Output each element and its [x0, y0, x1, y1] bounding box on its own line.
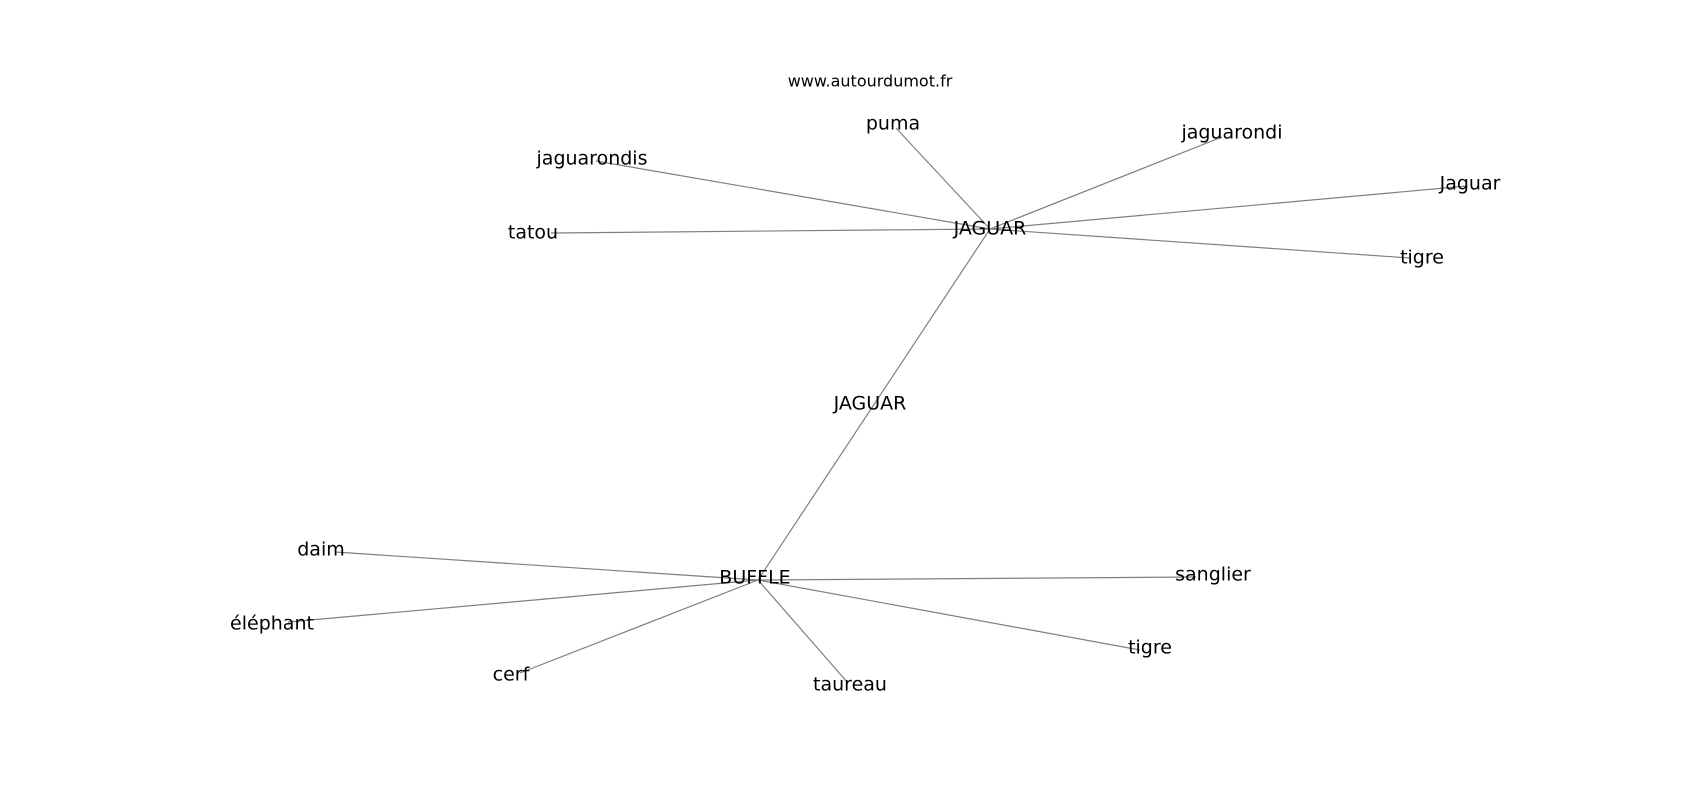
node-elephant: éléphant: [230, 613, 314, 635]
node-sanglier: sanglier: [1175, 564, 1251, 586]
node-hub-jaguar: JAGUAR: [953, 218, 1027, 240]
node-jaguarondis: jaguarondis: [536, 148, 648, 170]
node-jaguarondi: jaguarondi: [1180, 122, 1282, 144]
edge-hub-buffle-sanglier: [757, 576, 1197, 581]
edge-hub-buffle-elephant: [287, 579, 759, 623]
edge-hub-buffle-daim: [334, 551, 759, 581]
edge-hub-jaguar-puma: [895, 127, 991, 230]
node-tigre-buffle: tigre: [1128, 637, 1172, 659]
center-word-label: JAGUAR: [833, 393, 907, 415]
graph-labels: www.autourdumot.fr JAGUAR JAGUAR BUFFLE pu…: [230, 72, 1501, 696]
edge-hub-jaguar-jaguar-lower: [989, 185, 1468, 230]
node-hub-buffle: BUFFLE: [719, 567, 790, 589]
node-tigre-jaguar: tigre: [1400, 247, 1444, 269]
node-taureau: taureau: [813, 674, 887, 696]
node-jaguar-lower: Jaguar: [1439, 173, 1501, 195]
edge-hub-buffle-cerf: [519, 579, 759, 674]
edge-hub-jaguar-jaguarondi: [989, 136, 1223, 230]
edge-hub-jaguar-tatou: [550, 228, 991, 234]
watermark-text[interactable]: www.autourdumot.fr: [788, 72, 953, 91]
node-tatou: tatou: [508, 222, 558, 244]
graph-edges: [287, 127, 1468, 684]
edge-hub-jaguar-jaguarondis: [595, 160, 991, 230]
edge-hub-buffle-taureau: [757, 579, 849, 684]
node-puma: puma: [866, 113, 920, 135]
node-daim: daim: [297, 539, 345, 561]
edge-hub-buffle-tigre-buffle: [757, 579, 1141, 651]
edge-hub-jaguar-hub-buffle: [757, 228, 991, 581]
node-cerf: cerf: [493, 664, 531, 686]
edge-hub-jaguar-tigre-jaguar: [989, 228, 1411, 259]
